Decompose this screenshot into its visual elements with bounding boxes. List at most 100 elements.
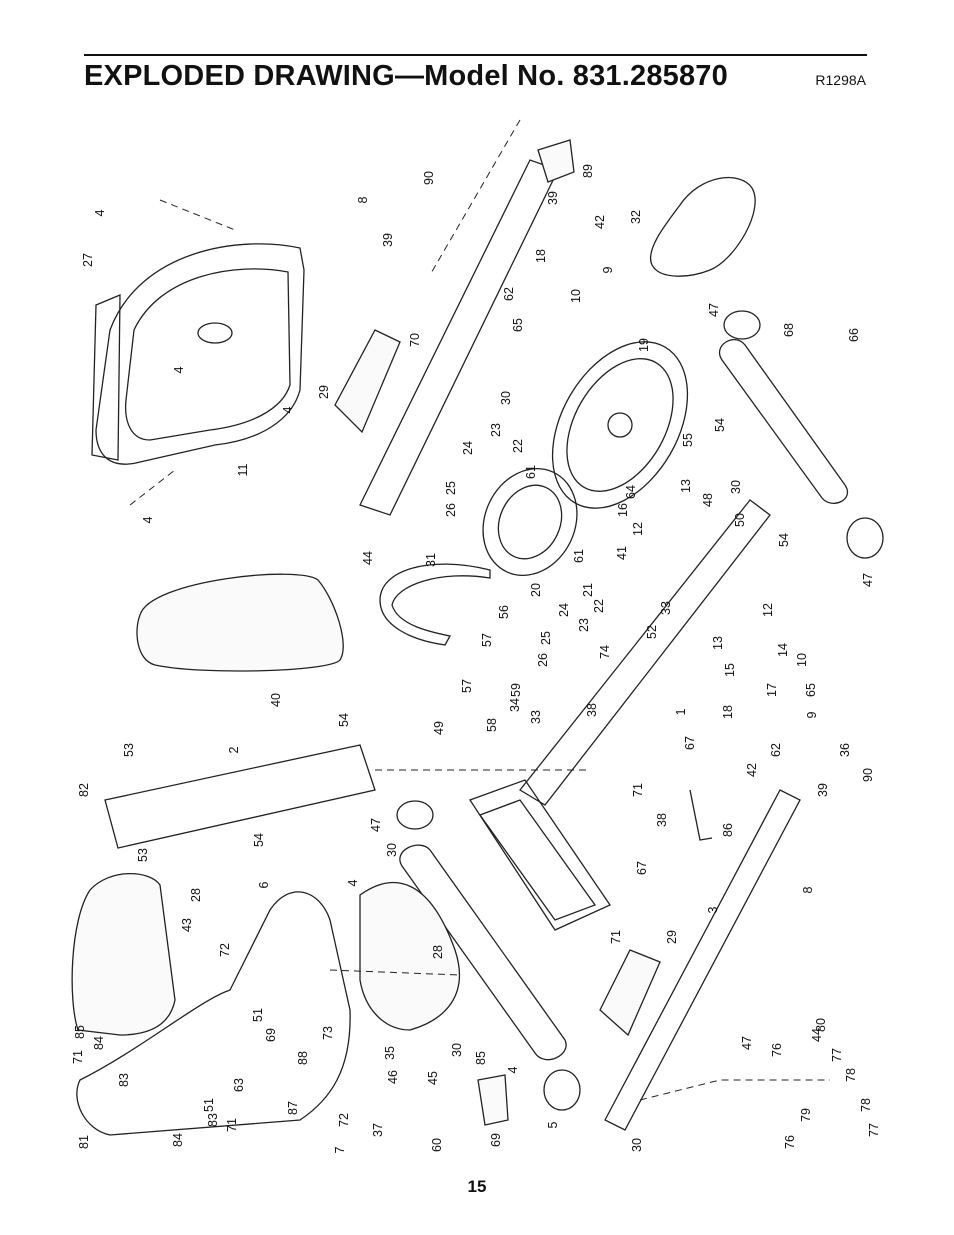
part-callout: 54 — [777, 533, 791, 547]
part-callout: 38 — [585, 703, 599, 717]
part-callout: 30 — [385, 843, 399, 857]
part-callout: 76 — [783, 1135, 797, 1149]
part-callout: 71 — [609, 930, 623, 944]
part-callout: 85 — [73, 1025, 87, 1039]
part-callout: 29 — [665, 930, 679, 944]
part-callout: 30 — [499, 391, 513, 405]
drive-belt — [649, 176, 756, 277]
pedal-lower — [599, 949, 661, 1037]
lower-shroud-dash — [329, 969, 461, 976]
part-callout: 54 — [713, 418, 727, 432]
part-callout: 54 — [252, 833, 266, 847]
part-callout: 18 — [721, 705, 735, 719]
part-callout: 51 — [202, 1098, 216, 1112]
part-callout: 21 — [581, 583, 595, 597]
part-callout: 50 — [733, 513, 747, 527]
part-callout: 59 — [509, 683, 523, 697]
part-callout: 32 — [629, 210, 643, 224]
seat-back-outline — [71, 872, 176, 1036]
part-callout: 8 — [801, 886, 815, 893]
console-mount — [477, 1074, 509, 1126]
part-callout: 30 — [450, 1043, 464, 1057]
part-callout: 1 — [674, 708, 688, 715]
part-callout: 58 — [485, 718, 499, 732]
part-callout: 10 — [795, 653, 809, 667]
part-callout: 11 — [236, 463, 250, 476]
part-callout: 4 — [281, 406, 295, 413]
part-callout: 7 — [333, 1146, 347, 1153]
part-callout: 64 — [624, 485, 638, 499]
part-callout: 48 — [701, 493, 715, 507]
part-callout: 4 — [93, 209, 107, 216]
part-callout: 47 — [707, 303, 721, 317]
pedal-strap — [379, 563, 491, 646]
part-callout: 9 — [805, 711, 819, 718]
part-callout: 26 — [444, 503, 458, 517]
part-callout: 28 — [189, 888, 203, 902]
part-callout: 62 — [769, 743, 783, 757]
part-callout: 12 — [761, 603, 775, 617]
part-callout: 90 — [861, 768, 875, 782]
pedal-upper — [334, 329, 401, 434]
part-callout: 84 — [171, 1133, 185, 1147]
part-callout: 16 — [616, 503, 630, 517]
handlebar-frame — [76, 891, 351, 1136]
part-callout: 65 — [511, 318, 525, 332]
part-callout: 63 — [232, 1078, 246, 1092]
part-callout: 47 — [740, 1036, 754, 1050]
seat-outline — [136, 573, 344, 672]
part-callout: 34 — [508, 698, 522, 712]
part-callout: 6 — [257, 881, 271, 888]
shroud-hole — [197, 322, 233, 344]
base-tray — [469, 779, 611, 931]
flywheel-outer — [551, 341, 689, 509]
part-callout: 27 — [81, 253, 95, 267]
part-callout: 13 — [679, 479, 693, 493]
part-callout: 86 — [721, 823, 735, 837]
part-callout: 72 — [337, 1113, 351, 1127]
part-callout: 81 — [77, 1135, 91, 1149]
lower-rail — [604, 789, 801, 1131]
part-callout: 26 — [536, 653, 550, 667]
page-title: EXPLODED DRAWING—Model No. 831.285870 — [84, 60, 728, 92]
part-callout: 44 — [361, 551, 375, 565]
part-callout: 42 — [593, 215, 607, 229]
part-callout: 35 — [383, 1046, 397, 1060]
part-callout: 85 — [474, 1051, 488, 1065]
part-callout: 69 — [489, 1133, 503, 1147]
shroud-dash-a — [159, 199, 236, 231]
part-callout: 43 — [180, 918, 194, 932]
part-callout: 24 — [461, 441, 475, 455]
part-callout: 79 — [799, 1108, 813, 1122]
part-callout: 2 — [227, 746, 241, 753]
part-callout: 76 — [770, 1043, 784, 1057]
part-callout: 89 — [581, 164, 595, 178]
part-callout: 19 — [637, 338, 651, 352]
part-callout: 39 — [381, 233, 395, 247]
part-callout: 74 — [598, 645, 612, 659]
part-callout: 12 — [631, 522, 645, 536]
part-callout: 17 — [765, 683, 779, 697]
main-frame — [519, 499, 771, 806]
part-callout: 40 — [269, 693, 283, 707]
part-callout: 53 — [122, 743, 136, 757]
header-rule — [84, 54, 867, 56]
part-callout: 90 — [422, 171, 436, 185]
part-callout: 39 — [816, 783, 830, 797]
part-callout: 67 — [635, 861, 649, 875]
upper-shroud-outline — [95, 243, 305, 465]
part-callout: 69 — [264, 1028, 278, 1042]
part-callout: 3 — [706, 906, 720, 913]
part-callout: 49 — [432, 721, 446, 735]
front-cap — [396, 800, 434, 830]
part-callout: 38 — [655, 813, 669, 827]
part-callout: 77 — [830, 1048, 844, 1062]
part-callout: 80 — [814, 1018, 828, 1032]
part-callout: 22 — [592, 599, 606, 613]
part-callout: 62 — [502, 287, 516, 301]
shroud-handle-edge — [91, 294, 121, 461]
part-callout: 39 — [546, 191, 560, 205]
part-callout: 4 — [141, 516, 155, 523]
part-callout: 4 — [346, 879, 360, 886]
